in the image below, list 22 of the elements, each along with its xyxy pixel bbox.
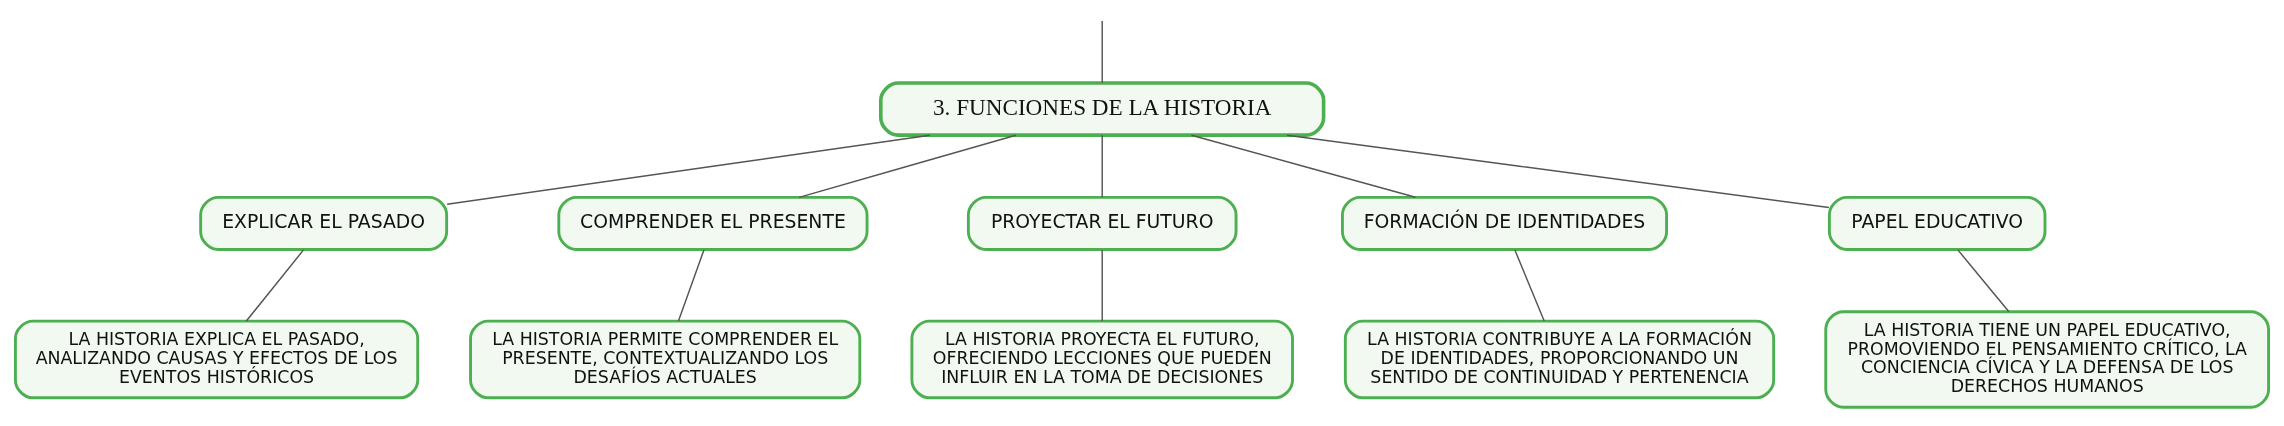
connector [1957, 248, 2010, 312]
connector [1101, 248, 1103, 322]
connector [798, 134, 1017, 198]
node-box: LA HISTORIA TIENE UN PAPEL EDUCATIVO, PROMOVIENDO EL PENSAMIENTO CRÍTICO, LA CONCIENCIA CÍVICA Y LA DEFENSA DE LOS DERECHOS HUMANOS [1824, 309, 2271, 409]
connector [1514, 248, 1545, 322]
node-box: EXPLICAR EL PASADO [199, 195, 449, 251]
node-box: PROYECTAR EL FUTURO [966, 195, 1238, 251]
node-box: LA HISTORIA CONTRIBUYE A LA FORMACIÓN DE IDENTIDADES, PROPORCIONANDO UN SENTIDO DE CONTINUIDAD Y PERTENENCIA [1343, 319, 1776, 399]
connector [245, 248, 305, 322]
node-box: FORMACIÓN DE IDENTIDADES [1341, 195, 1669, 251]
connector [1101, 19, 1103, 83]
connector [677, 248, 705, 322]
connector [446, 134, 931, 205]
node-box: LA HISTORIA EXPLICA EL PASADO, ANALIZANDO CAUSAS Y EFECTOS DE LOS EVENTOS HISTÓRICOS [13, 319, 420, 399]
connector [1101, 134, 1103, 198]
node-box: 3. FUNCIONES DE LA HISTORIA [879, 80, 1326, 137]
connector [1286, 134, 1830, 208]
node-box: COMPRENDER EL PRESENTE [557, 195, 869, 251]
node-box: LA HISTORIA PERMITE COMPRENDER EL PRESENTE, CONTEXTUALIZANDO LOS DESAFÍOS ACTUALES [469, 319, 862, 399]
node-box: LA HISTORIA PROYECTA EL FUTURO, OFRECIENDO LECCIONES QUE PUEDEN INFLUIR EN LA TOMA DE DECISIONES [910, 319, 1294, 399]
connector [1190, 134, 1417, 198]
node-box: PAPEL EDUCATIVO [1827, 195, 2047, 251]
